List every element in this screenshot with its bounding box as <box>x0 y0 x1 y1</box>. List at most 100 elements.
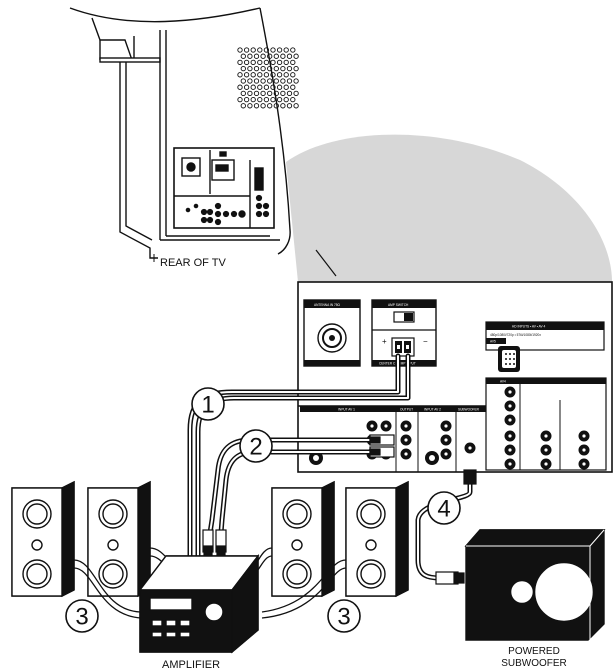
powered-subwoofer <box>466 530 604 640</box>
grille-hole <box>281 79 285 83</box>
grille-hole <box>244 97 248 101</box>
grille-hole <box>254 104 258 108</box>
grille-hole <box>261 91 265 95</box>
rca-jack-center <box>582 448 586 452</box>
grille-hole <box>261 66 265 70</box>
grille-hole <box>274 54 278 58</box>
grille-hole <box>251 85 255 89</box>
callout-4: 4 <box>428 492 460 524</box>
grille-hole <box>274 66 278 70</box>
grille-hole <box>291 85 295 89</box>
grille-hole <box>284 73 288 77</box>
grille-hole <box>254 66 258 70</box>
grille-hole <box>258 60 262 64</box>
grille-hole <box>254 54 258 58</box>
grille-hole <box>264 85 268 89</box>
rca-jack-center <box>404 424 408 428</box>
svg-text:1: 1 <box>201 392 214 419</box>
grille-hole <box>284 48 288 52</box>
grille-hole <box>287 91 291 95</box>
grille-hole <box>261 54 265 58</box>
powered-label: POWERED <box>508 646 560 657</box>
grille-hole <box>241 66 245 70</box>
grille-hole <box>291 73 295 77</box>
magnifier-cone <box>286 135 612 282</box>
rca-jack-center <box>444 452 448 456</box>
grille-hole <box>241 79 245 83</box>
rca-jack-center <box>544 434 548 438</box>
rca-jack-center <box>404 452 408 456</box>
input-av2-label: INPUT AV 2 <box>424 407 441 411</box>
grille-hole <box>238 48 242 52</box>
grille-hole <box>277 97 281 101</box>
svg-text:−: − <box>423 337 428 346</box>
grille-hole <box>287 104 291 108</box>
grille-hole <box>261 79 265 83</box>
grille-hole <box>258 85 262 89</box>
rear-of-tv-label: REAR OF TV <box>160 257 226 269</box>
grille-hole <box>281 91 285 95</box>
tv-rear <box>70 8 290 258</box>
grille-hole <box>241 91 245 95</box>
grille-hole <box>294 104 298 108</box>
connection-panel: ANTENNA IN 75Ω AMP SWITCH + − CENTER CH/… <box>298 282 612 472</box>
svg-text:2: 2 <box>249 434 262 461</box>
svg-text:3: 3 <box>337 604 350 631</box>
rca-jack-center <box>370 424 374 428</box>
grille-hole <box>294 66 298 70</box>
grille-hole <box>264 73 268 77</box>
grille-hole <box>287 79 291 83</box>
grille-hole <box>238 97 242 101</box>
grille-hole <box>268 104 272 108</box>
av4-label: AV4 <box>500 379 506 383</box>
grille-hole <box>238 73 242 77</box>
grille-hole <box>261 104 265 108</box>
grille-hole <box>258 73 262 77</box>
grille-hole <box>248 79 252 83</box>
hd-formats-label: 480p/1080i/720p • 576i/1080i/1920x <box>490 333 541 337</box>
grille-hole <box>277 73 281 77</box>
rca-jack-center <box>508 462 512 466</box>
callout-3-right: 3 <box>328 600 360 632</box>
subwoofer-label: SUBWOOFER <box>501 658 567 669</box>
grille-hole <box>287 54 291 58</box>
grille-hole <box>248 54 252 58</box>
grille-hole <box>291 60 295 64</box>
speaker-left-2 <box>88 482 150 596</box>
grille-hole <box>238 85 242 89</box>
grille-hole <box>277 85 281 89</box>
rca-jack-center <box>582 434 586 438</box>
grille-hole <box>291 48 295 52</box>
rca-jack-center <box>582 462 586 466</box>
grille-hole <box>251 97 255 101</box>
rca-jack-center <box>444 438 448 442</box>
grille-hole <box>264 60 268 64</box>
grille-hole <box>264 97 268 101</box>
grille-hole <box>244 85 248 89</box>
svg-text:4: 4 <box>437 496 450 523</box>
subwoofer-port-label: SUBWOOFER <box>458 407 480 411</box>
grille-hole <box>244 48 248 52</box>
grille-hole <box>268 91 272 95</box>
grille-hole <box>281 104 285 108</box>
rca-jack-center <box>444 424 448 428</box>
grille-hole <box>248 104 252 108</box>
rca-jack-center <box>508 434 512 438</box>
grille-hole <box>254 79 258 83</box>
rca-jack-center <box>544 448 548 452</box>
grille-hole <box>281 54 285 58</box>
rca-jack-center <box>384 424 388 428</box>
grille-hole <box>268 79 272 83</box>
svg-text:+: + <box>382 337 387 346</box>
grille-hole <box>248 66 252 70</box>
grille-hole <box>294 91 298 95</box>
grille-hole <box>254 91 258 95</box>
rca-jack-center <box>404 438 408 442</box>
grille-hole <box>244 60 248 64</box>
grille-hole <box>277 48 281 52</box>
callout-1: 1 <box>192 388 224 420</box>
input-av1-label: INPUT AV 1 <box>338 407 355 411</box>
grille-hole <box>258 97 262 101</box>
grille-hole <box>284 97 288 101</box>
